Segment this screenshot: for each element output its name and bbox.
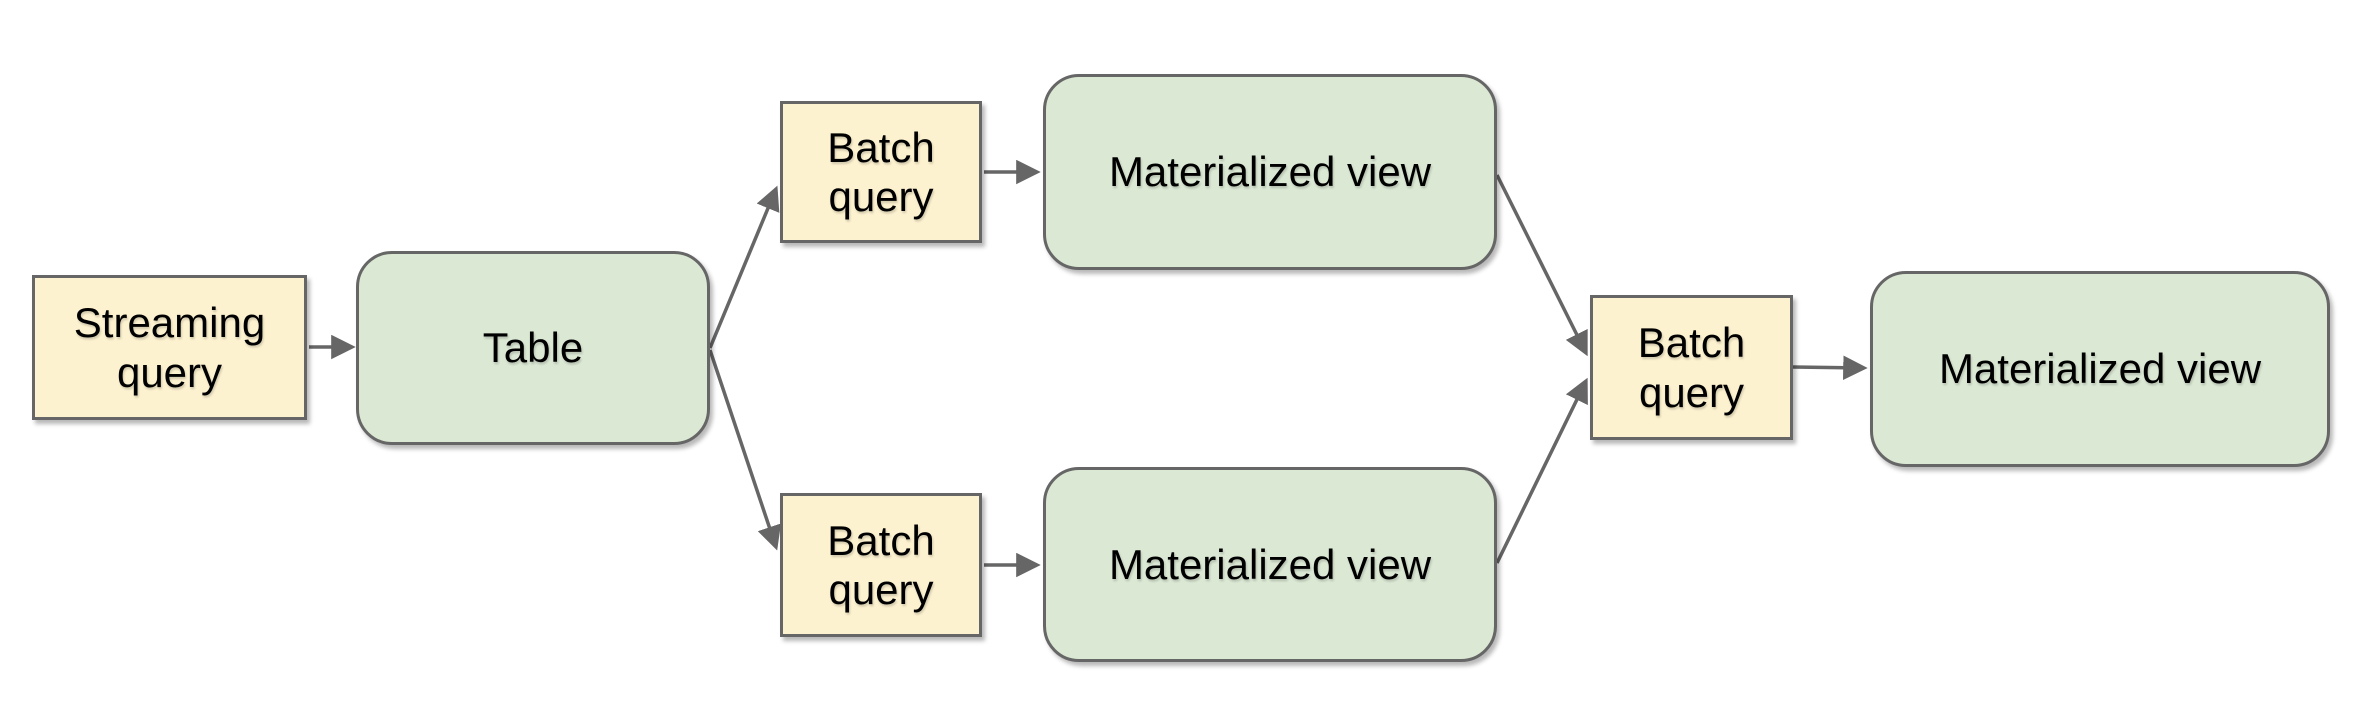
edge-table-to-batch-query-top <box>708 185 780 349</box>
node-streaming-query: Streaming query <box>32 275 307 420</box>
edge-materialized-view-top-to-batch-query-final <box>1495 174 1588 357</box>
node-materialized-view-bottom: Materialized view <box>1043 467 1497 662</box>
node-batch-query-top: Batch query <box>780 101 982 243</box>
edge-table-to-batch-query-bottom <box>708 349 781 551</box>
node-table: Table <box>356 251 710 445</box>
node-batch-query-final: Batch query <box>1590 295 1793 440</box>
node-materialized-view-final: Materialized view <box>1870 271 2330 467</box>
node-batch-query-bottom: Batch query <box>780 493 982 637</box>
edge-batch-query-final-to-materialized-view-final <box>1792 355 1868 380</box>
edge-materialized-view-bottom-to-batch-query-final <box>1495 377 1588 564</box>
node-materialized-view-top: Materialized view <box>1043 74 1497 270</box>
